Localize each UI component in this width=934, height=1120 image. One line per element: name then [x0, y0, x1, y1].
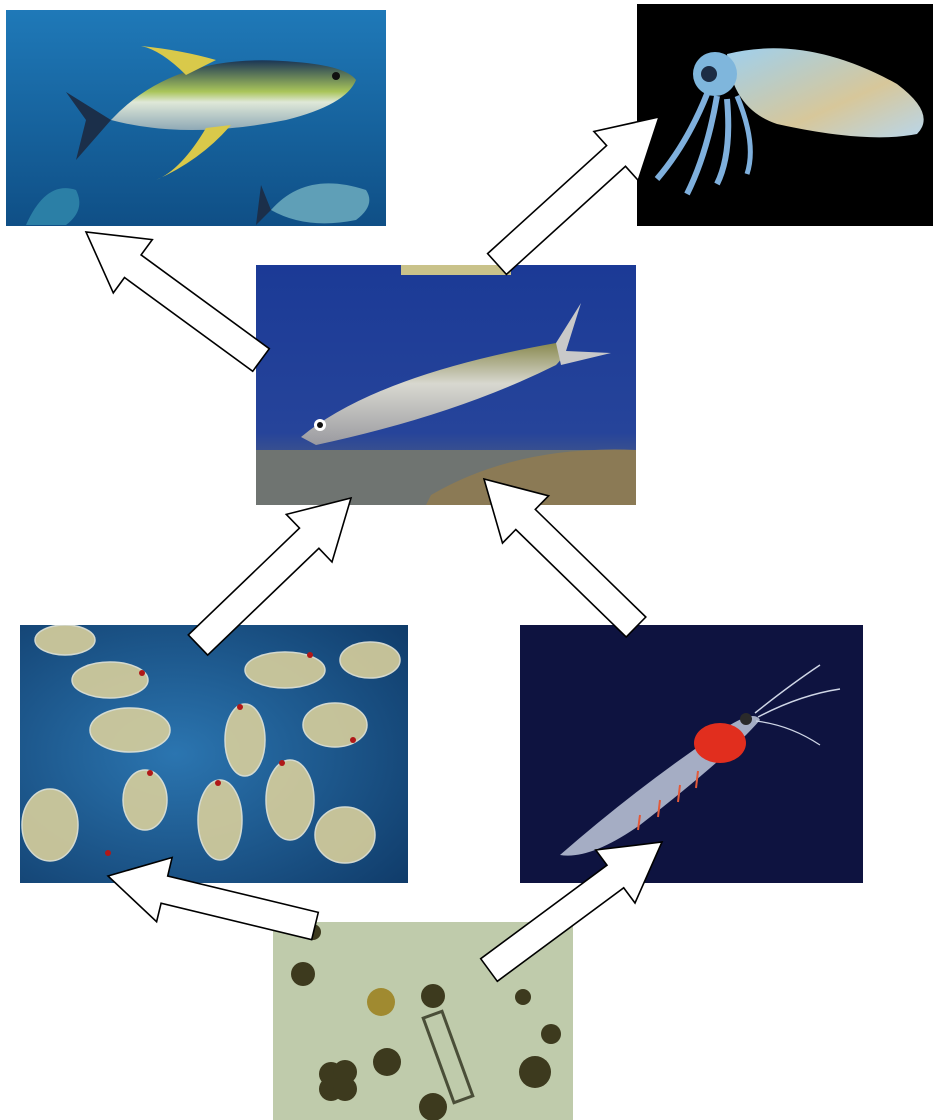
- sardine-photo-icon: [256, 265, 636, 505]
- arrow-sardine-to-tuna: [86, 232, 269, 371]
- copepods-image: [20, 625, 408, 883]
- squid-photo-icon: [637, 4, 933, 226]
- tuna-image: [6, 10, 386, 226]
- sardine-image: [256, 265, 636, 505]
- krill-photo-icon: [520, 625, 863, 883]
- arrow-sardine-to-squid: [488, 117, 659, 274]
- phytoplankton-photo-icon: [273, 922, 573, 1120]
- squid-image: [637, 4, 933, 226]
- phytoplankton-image: [273, 922, 573, 1120]
- tuna-photo-icon: [6, 10, 386, 226]
- krill-image: [520, 625, 863, 883]
- copepod-photo-icon: [20, 625, 408, 883]
